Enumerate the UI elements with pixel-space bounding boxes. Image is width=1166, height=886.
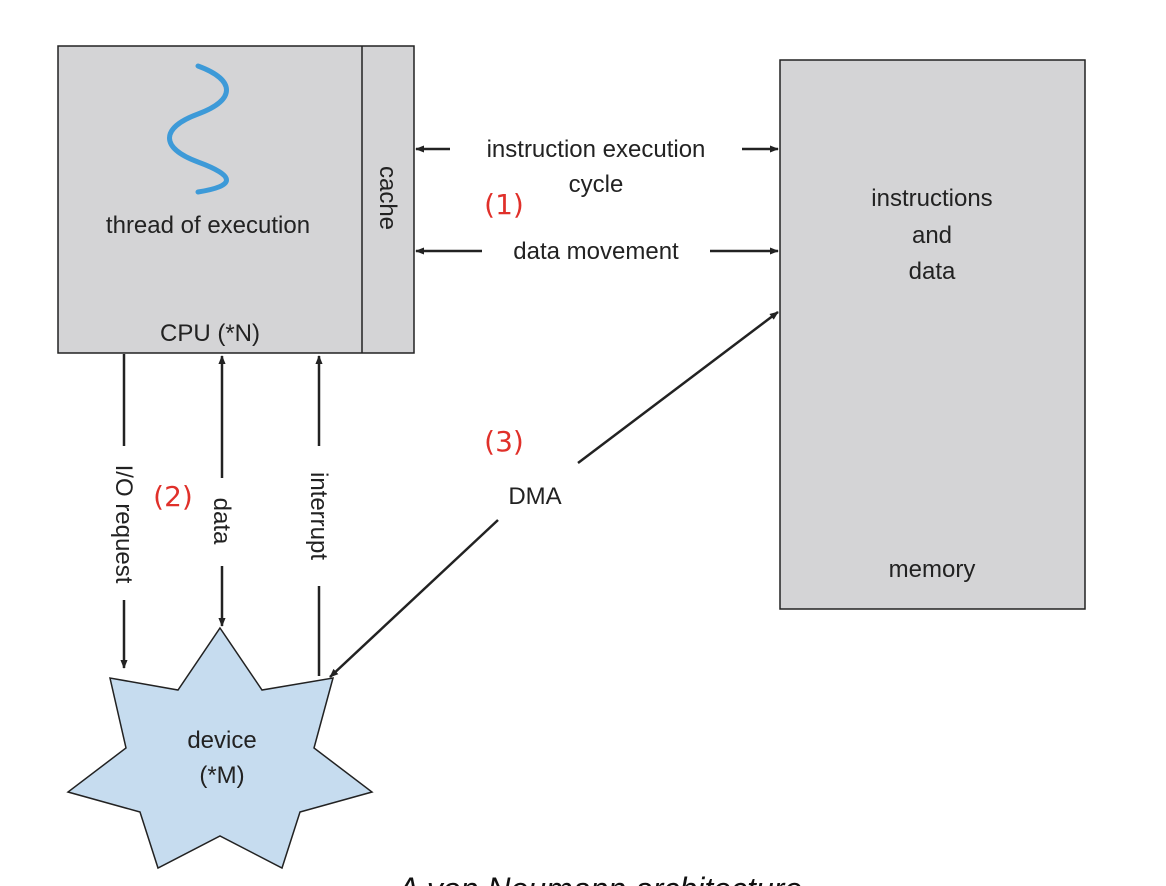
interrupt-label: interrupt	[305, 472, 332, 560]
instruction-execution-label: instruction execution	[487, 136, 706, 163]
memory-label: memory	[889, 556, 976, 583]
memory-contents-line3: data	[909, 258, 956, 285]
dma-label: DMA	[508, 483, 561, 510]
device-star	[66, 626, 374, 870]
memory-contents-line1: instructions	[871, 185, 992, 212]
cache-label: cache	[374, 166, 401, 230]
data-arrow-label: data	[208, 498, 235, 545]
thread-of-execution-label: thread of execution	[106, 212, 310, 239]
cycle-label: cycle	[569, 171, 624, 198]
device-label-line1: device	[187, 727, 256, 754]
dma-arrow-lower	[329, 519, 499, 678]
thread-wave-icon	[167, 63, 229, 195]
marker-3: (3)	[484, 425, 524, 458]
cpu-box	[57, 45, 415, 354]
cpu-label: CPU (*N)	[160, 320, 260, 347]
device-label-line2: (*M)	[199, 762, 244, 789]
io-request-label: I/O request	[110, 465, 137, 584]
memory-contents-line2: and	[912, 222, 952, 249]
marker-1: (1)	[484, 188, 524, 221]
memory-box	[779, 59, 1086, 610]
data-movement-label: data movement	[513, 238, 679, 265]
marker-2: (2)	[153, 480, 193, 513]
dma-arrow-upper	[577, 311, 779, 464]
figure-caption: A von Neumann architecture	[396, 871, 802, 886]
